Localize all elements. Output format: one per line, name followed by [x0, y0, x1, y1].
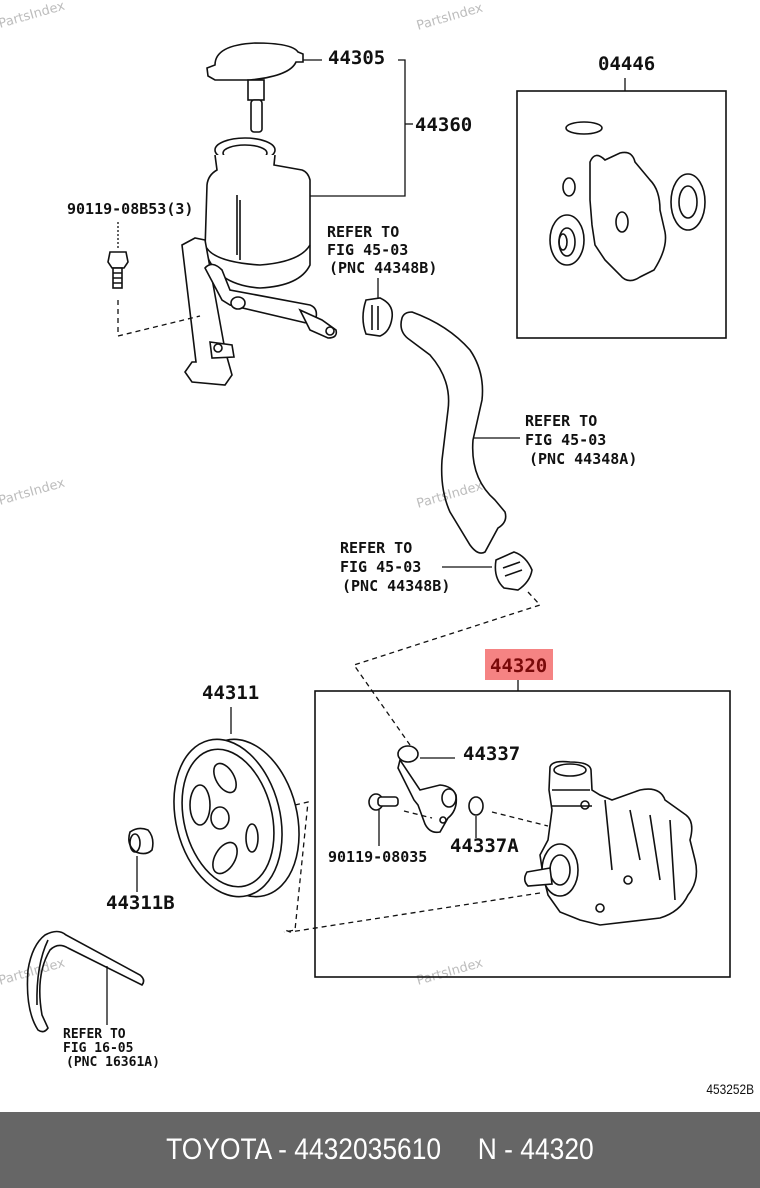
hose-clamp-bottom-drawing[interactable]	[494, 551, 533, 591]
part-label-44337[interactable]: 44337	[463, 743, 520, 765]
part-label-44305[interactable]: 44305	[328, 47, 385, 69]
part-label-90119-08b53[interactable]: 90119-08B53(3)	[67, 200, 193, 218]
watermark: PartsIndex	[415, 956, 485, 989]
union-bolt-drawing[interactable]	[368, 793, 399, 811]
part-label-44320[interactable]: 44320	[490, 655, 547, 677]
watermark: PartsIndex	[0, 956, 67, 989]
install-dashed-line	[283, 801, 309, 933]
install-dashed-line	[117, 300, 201, 337]
watermark: PartsIndex	[415, 479, 485, 512]
install-dashed-line	[491, 811, 549, 827]
pulley-drawing[interactable]	[158, 728, 315, 908]
highlight-box	[485, 649, 553, 680]
o-ring-drawing[interactable]	[468, 796, 484, 816]
install-dashed-line	[352, 591, 542, 746]
power-steering-pump-drawing[interactable]	[523, 760, 698, 926]
part-label-44337a[interactable]: 44337A	[450, 835, 519, 857]
part-label-44311[interactable]: 44311	[202, 682, 259, 704]
parts-diagram: PartsIndex PartsIndex PartsIndex PartsIn…	[0, 0, 731, 1070]
bolt-drawing[interactable]	[107, 251, 129, 289]
watermark: PartsIndex	[415, 1, 485, 34]
gasket-kit-box	[516, 90, 727, 339]
hose-drawing[interactable]	[400, 311, 507, 554]
drive-belt-drawing[interactable]	[26, 930, 145, 1033]
bracket-line	[300, 59, 406, 197]
reservoir-drawing[interactable]	[181, 137, 338, 386]
install-dashed-line	[284, 892, 541, 933]
watermark: PartsIndex	[0, 476, 67, 509]
diagram-code: 453252B	[706, 1081, 754, 1097]
part-label-04446[interactable]: 04446	[598, 53, 655, 75]
footer-bar: TOYOTA - 4432035610 N - 44320	[0, 1112, 760, 1188]
union-fitting-drawing[interactable]	[397, 745, 458, 834]
footer-part-number: TOYOTA - 4432035610 N - 44320	[166, 1133, 594, 1166]
hose-clamp-top-drawing[interactable]	[362, 297, 394, 337]
part-label-44311b[interactable]: 44311B	[106, 892, 175, 914]
install-dashed-line	[403, 810, 433, 819]
gasket-kit-drawing[interactable]	[549, 121, 706, 282]
pump-assy-box	[314, 690, 731, 978]
part-label-44360[interactable]: 44360	[415, 114, 472, 136]
pulley-nut-drawing[interactable]	[128, 827, 154, 855]
part-label-90119-08035[interactable]: 90119-08035	[328, 848, 427, 866]
watermark: PartsIndex	[0, 0, 67, 32]
reservoir-cap-drawing[interactable]	[206, 42, 304, 133]
